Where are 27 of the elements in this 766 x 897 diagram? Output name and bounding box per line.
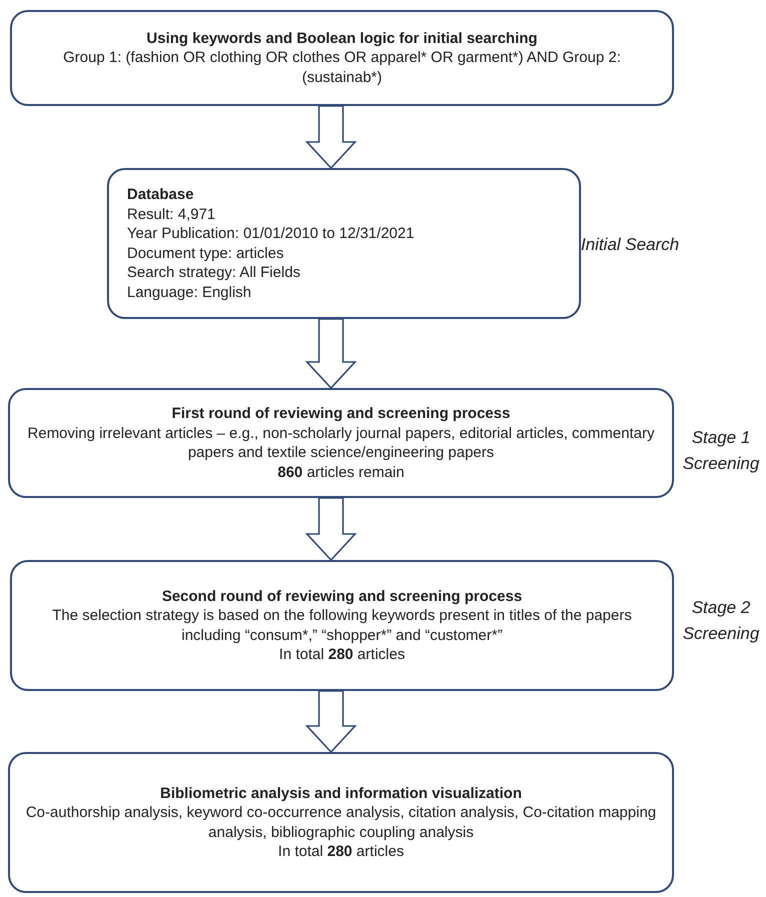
block-arrow xyxy=(305,497,357,562)
box-heading: Database xyxy=(127,185,195,204)
analysis-box xyxy=(8,752,674,893)
box-text: Group 1: (fashion OR clothing OR clothes OR apparel* OR garment*) AND Group 2: (sustainab*) xyxy=(62,48,622,88)
box-text: In total 280 articles xyxy=(277,842,405,862)
box-text: Search strategy: All Fields xyxy=(127,263,302,282)
box-text: The selection strategy is based on the following keywords present in titles of the papers including “consum*,” “shopper*” and “customer*” xyxy=(51,606,633,645)
box-heading: Using keywords and Boolean logic for initial searching xyxy=(146,28,538,48)
box-text: Year Publication: 01/01/2010 to 12/31/2021 xyxy=(127,224,416,244)
box-text: In total 280 articles xyxy=(278,645,406,664)
box-text: 860 articles remain xyxy=(276,462,406,482)
screening-box xyxy=(10,560,674,691)
database-box xyxy=(107,168,581,319)
screening-box xyxy=(8,388,674,498)
block-arrow xyxy=(305,690,357,754)
stage-label: Initial Search xyxy=(580,234,680,256)
box-text: Result: 4,971 xyxy=(127,204,216,224)
box-heading: Second round of reviewing and screening process xyxy=(160,586,524,606)
stage-label: Stage 2 Screening xyxy=(682,597,760,644)
block-arrow xyxy=(305,105,357,170)
box-text: Language: English xyxy=(127,282,252,302)
box-heading: First round of reviewing and screening process xyxy=(170,404,512,424)
stage-label: Stage 1 Screening xyxy=(682,427,760,474)
box-text: Document type: articles xyxy=(127,244,285,263)
search-step-box xyxy=(10,10,674,106)
block-arrow xyxy=(305,318,357,390)
box-heading: Bibliometric analysis and information visualization xyxy=(159,784,523,803)
